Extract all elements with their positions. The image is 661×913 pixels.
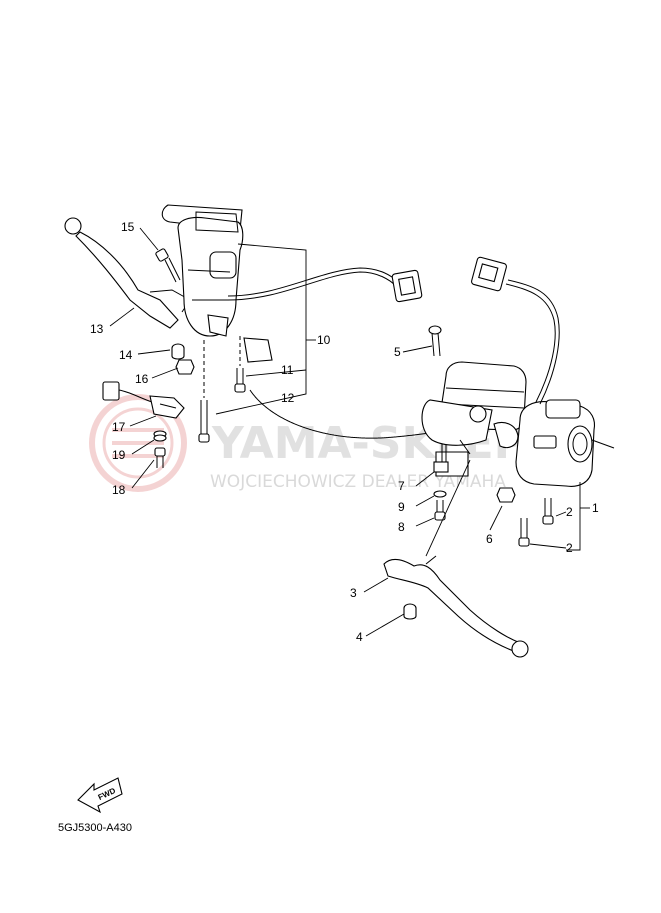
nut-6 [496, 487, 516, 503]
switch-17 [102, 381, 185, 419]
right-switch-housing [515, 399, 615, 487]
nut-16 [175, 359, 195, 375]
clutch-lever [64, 217, 191, 329]
callout-8: 8 [398, 520, 405, 534]
callout-11: 11 [281, 363, 294, 377]
callout-19: 19 [112, 448, 126, 462]
screw-2-upper [542, 498, 554, 525]
callout-6: 6 [486, 532, 493, 546]
callout-1: 1 [592, 501, 599, 515]
callout-5: 5 [394, 345, 401, 359]
washer-9 [433, 490, 447, 498]
callout-17: 17 [112, 420, 126, 434]
washer-19 [153, 430, 167, 442]
callout-13: 13 [90, 322, 104, 336]
fwd-arrow-icon: FWD [77, 777, 123, 814]
callout-4: 4 [356, 630, 363, 644]
watermark-sub-text: WOJCIECHOWICZ DEALER YAMAHA [210, 472, 506, 492]
left-harness [227, 267, 423, 303]
screw-8 [434, 500, 446, 521]
screw-18 [154, 447, 166, 468]
brake-master-cylinder [421, 361, 527, 455]
callout-12: 12 [281, 391, 295, 405]
callout-18: 18 [112, 483, 126, 497]
callout-2-lower: 2 [566, 541, 573, 555]
left-switch-housing [161, 204, 273, 363]
screw-12 [198, 400, 210, 443]
brake-lever [383, 555, 529, 658]
callout-10: 10 [317, 333, 331, 347]
collar-14 [171, 343, 185, 360]
right-harness [471, 256, 560, 405]
callout-16: 16 [135, 372, 149, 386]
collar-4 [403, 603, 417, 620]
brake-switch-7 [433, 444, 469, 477]
bolt-5 [428, 325, 442, 357]
screw-2-lower [518, 518, 530, 547]
callout-15: 15 [121, 220, 135, 234]
callout-14: 14 [119, 348, 133, 362]
bolt-15 [155, 248, 181, 283]
callout-2-upper: 2 [566, 505, 573, 519]
callout-7: 7 [398, 479, 405, 493]
diagram-code: 5GJ5300-A430 [58, 822, 132, 834]
callout-9: 9 [398, 500, 405, 514]
callout-3: 3 [350, 586, 357, 600]
screw-11 [234, 368, 246, 393]
leader-lines [109, 227, 590, 637]
callouts: 15 13 14 16 17 19 18 10 11 12 5 7 9 8 6 … [90, 220, 599, 644]
